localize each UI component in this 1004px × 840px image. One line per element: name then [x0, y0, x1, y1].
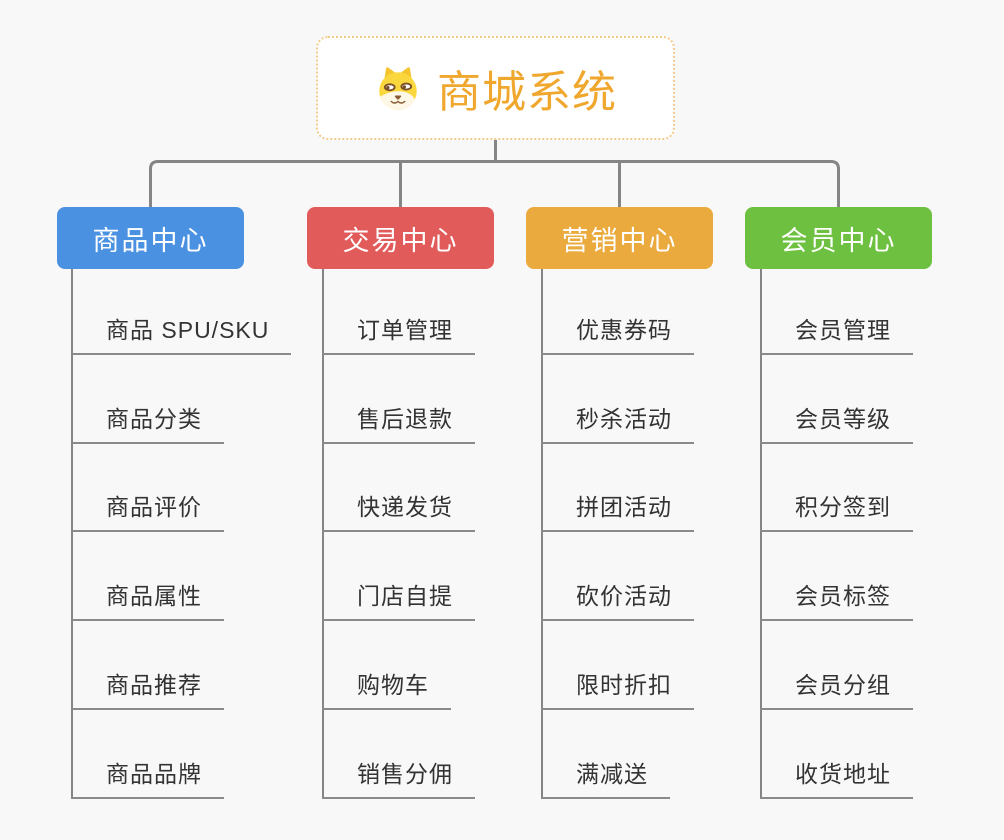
doge-icon: [374, 65, 422, 111]
child-column-member-center: 会员管理 会员等级 积分签到 会员标签 会员分组 收货地址: [760, 266, 913, 799]
leaf-node[interactable]: 砍价活动: [541, 577, 694, 622]
leaf-node[interactable]: 购物车: [322, 666, 451, 710]
leaf-node[interactable]: 收货地址: [760, 755, 913, 799]
leaf-node[interactable]: 门店自提: [322, 577, 475, 622]
branch-node-product-center[interactable]: 商品中心: [57, 207, 244, 269]
leaf-node[interactable]: 会员管理: [760, 311, 913, 355]
leaf-node[interactable]: 商品属性: [71, 577, 224, 622]
leaf-node[interactable]: 限时折扣: [541, 666, 694, 710]
child-column-trade-center: 订单管理 售后退款 快递发货 门店自提 购物车 销售分佣: [322, 266, 475, 799]
branch-node-trade-center[interactable]: 交易中心: [307, 207, 494, 269]
leaf-node[interactable]: 会员分组: [760, 666, 913, 710]
child-column-marketing-center: 优惠券码 秒杀活动 拼团活动 砍价活动 限时折扣 满减送: [541, 266, 694, 799]
leaf-node[interactable]: 销售分佣: [322, 755, 475, 799]
leaf-node[interactable]: 商品评价: [71, 488, 224, 533]
leaf-node[interactable]: 售后退款: [322, 400, 475, 444]
branch-label: 商品中心: [92, 225, 209, 256]
leaf-node[interactable]: 商品 SPU/SKU: [71, 311, 292, 355]
leaf-node[interactable]: 订单管理: [322, 311, 475, 355]
leaf-node[interactable]: 满减送: [541, 755, 670, 799]
branch-bus-line: [149, 160, 840, 207]
leaf-node[interactable]: 会员标签: [760, 577, 913, 622]
leaf-node[interactable]: 商品品牌: [71, 755, 224, 799]
leaf-node[interactable]: 快递发货: [322, 488, 475, 533]
leaf-node[interactable]: 商品推荐: [71, 666, 224, 710]
leaf-node[interactable]: 拼团活动: [541, 488, 694, 533]
leaf-node[interactable]: 秒杀活动: [541, 400, 694, 444]
branch-label: 交易中心: [342, 225, 459, 256]
leaf-node[interactable]: 会员等级: [760, 400, 913, 444]
branch-node-marketing-center[interactable]: 营销中心: [526, 207, 713, 269]
root-title: 商城系统: [437, 68, 617, 117]
leaf-node[interactable]: 积分签到: [760, 488, 913, 533]
leaf-node[interactable]: 优惠券码: [541, 311, 694, 355]
branch-node-member-center[interactable]: 会员中心: [745, 207, 932, 269]
root-node-mall-system[interactable]: 商城系统: [316, 36, 675, 140]
branch-label: 营销中心: [561, 225, 678, 256]
child-column-product-center: 商品 SPU/SKU 商品分类 商品评价 商品属性 商品推荐 商品品牌: [71, 266, 292, 799]
leaf-node[interactable]: 商品分类: [71, 400, 224, 444]
branch-label: 会员中心: [780, 225, 897, 256]
